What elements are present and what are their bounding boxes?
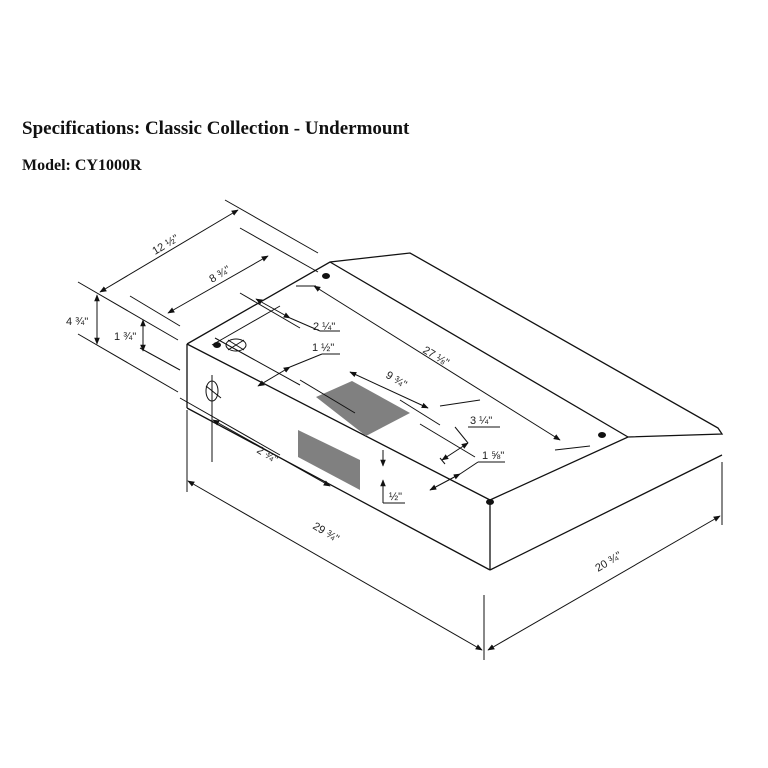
dim-edge-offset: 1 ⅝" xyxy=(482,450,504,462)
mount-hole xyxy=(486,499,494,505)
dim-side-offset: 2 ¾" xyxy=(254,444,279,466)
dim-hole-spacing: 27 ⅛" xyxy=(420,344,451,369)
dim-height-total: 4 ¾" xyxy=(66,316,88,328)
dim-offset-b: 1 ½" xyxy=(312,342,334,354)
dimension-lines xyxy=(77,199,723,660)
dim-depth-inner: 8 ¾" xyxy=(207,264,232,286)
electrical-knockout-side xyxy=(205,375,222,462)
dim-depth-total: 12 ½" xyxy=(150,233,181,258)
top-vent xyxy=(316,381,410,436)
mount-hole xyxy=(322,273,330,279)
hood-outline xyxy=(186,252,724,571)
mount-hole xyxy=(213,342,221,348)
mount-hole xyxy=(598,432,606,438)
front-vent xyxy=(298,430,360,490)
dim-width: 29 ¾" xyxy=(310,520,341,545)
dim-height-front: 1 ¾" xyxy=(114,331,136,343)
dim-front-vent-gap: ½" xyxy=(389,491,402,503)
model-label: Model: CY1000R xyxy=(22,157,142,174)
page-title: Specifications: Classic Collection - Und… xyxy=(22,118,410,139)
dim-vent-offset: 3 ¼" xyxy=(470,415,492,427)
dim-offset-a: 2 ¼" xyxy=(313,321,335,333)
dim-depth-bottom: 20 ¾" xyxy=(593,550,624,575)
electrical-knockout-top xyxy=(225,338,247,352)
dim-vent-length: 9 ¾" xyxy=(383,369,408,391)
